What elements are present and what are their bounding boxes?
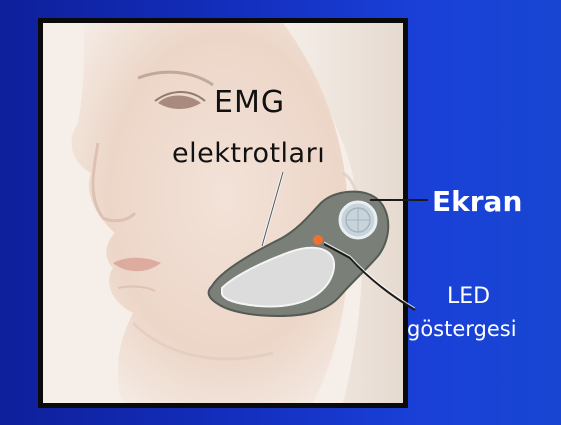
face-photo [43, 23, 403, 403]
label-screen: Ekran [432, 188, 522, 216]
label-led: LED [447, 286, 490, 308]
label-electrodes: elektrotları [172, 140, 325, 167]
face-illustration [43, 23, 403, 403]
label-indicator: göstergesi [407, 319, 517, 340]
label-emg: EMG [214, 88, 285, 118]
photo-frame [38, 18, 408, 408]
